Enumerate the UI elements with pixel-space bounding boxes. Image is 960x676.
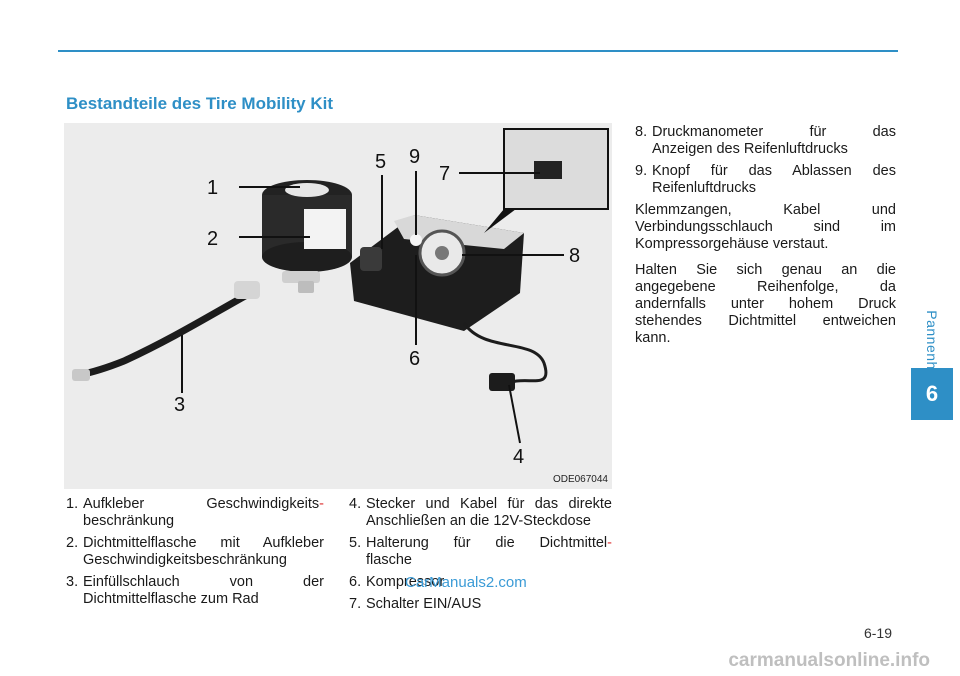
hose-tire-connector — [72, 369, 90, 381]
storage-note: Klemmzangen, Kabel und Verbindungsschlau… — [635, 202, 896, 252]
component-list-col1: 1. Aufkleber Geschwindigkeits- beschränk… — [66, 496, 324, 613]
list-item: 4. Stecker und Kabel für das direkte Ans… — [349, 496, 612, 529]
filling-hose — [75, 287, 258, 379]
section-title: Bestandteile des Tire Mobility Kit — [66, 94, 334, 113]
component-list-col2: 4. Stecker und Kabel für das direkte Ans… — [349, 496, 612, 618]
chapter-number-badge: 6 — [911, 368, 953, 420]
list-item: 6. Kompressor — [349, 574, 445, 590]
list-item: 9. Knopf für das Ablassen des Reifenluft… — [635, 163, 896, 196]
component-list-col3: 8. Druckmanometer für das Anzeigen des R… — [635, 124, 896, 202]
callout-1: 1 — [207, 177, 218, 199]
power-cable — [462, 322, 548, 387]
bottle-label — [304, 209, 346, 249]
list-item: 8. Druckmanometer für das Anzeigen des R… — [635, 124, 896, 157]
figure-code: ODE067044 — [552, 474, 608, 485]
list-item: 1. Aufkleber Geschwindigkeits- beschränk… — [66, 496, 324, 529]
page-number: 6-19 — [863, 625, 892, 641]
callout-5: 5 — [375, 151, 386, 173]
release-button — [410, 234, 422, 246]
tire-mobility-kit-illustration: 1 2 3 4 5 6 7 8 9 ODE067044 — [64, 123, 612, 489]
on-off-switch — [534, 161, 562, 179]
list-item: 5. Halterung für die Dichtmittel- flasch… — [349, 535, 612, 568]
list-item: 2. Dichtmittelflasche mit Aufkleber Gesc… — [66, 535, 324, 568]
kit-drawing: 1 2 3 4 5 6 7 8 9 — [72, 128, 609, 468]
list-item: 7. Schalter EIN/AUS — [349, 596, 482, 612]
callout-9: 9 — [409, 146, 420, 168]
bottle-fitting — [282, 271, 320, 283]
sequence-warning: Halten Sie sich genau an die angegebene … — [635, 262, 896, 346]
callout-8: 8 — [569, 245, 580, 267]
power-plug — [489, 373, 515, 391]
callout-2: 2 — [207, 228, 218, 250]
callout-7: 7 — [439, 163, 450, 185]
list-item: 3. Einfüllschlauch von der Dichtmittelfl… — [66, 574, 324, 607]
callout-3: 3 — [174, 394, 185, 416]
hose-valve-connector — [234, 281, 260, 299]
speed-limit-sticker — [285, 183, 329, 197]
watermark-link: CarManuals2.com — [405, 574, 527, 591]
bottle-holder — [360, 247, 382, 271]
header-rule — [58, 50, 898, 52]
callout-6: 6 — [409, 348, 420, 370]
footer-watermark: carmanualsonline.info — [728, 650, 930, 671]
callout-4: 4 — [513, 446, 524, 468]
